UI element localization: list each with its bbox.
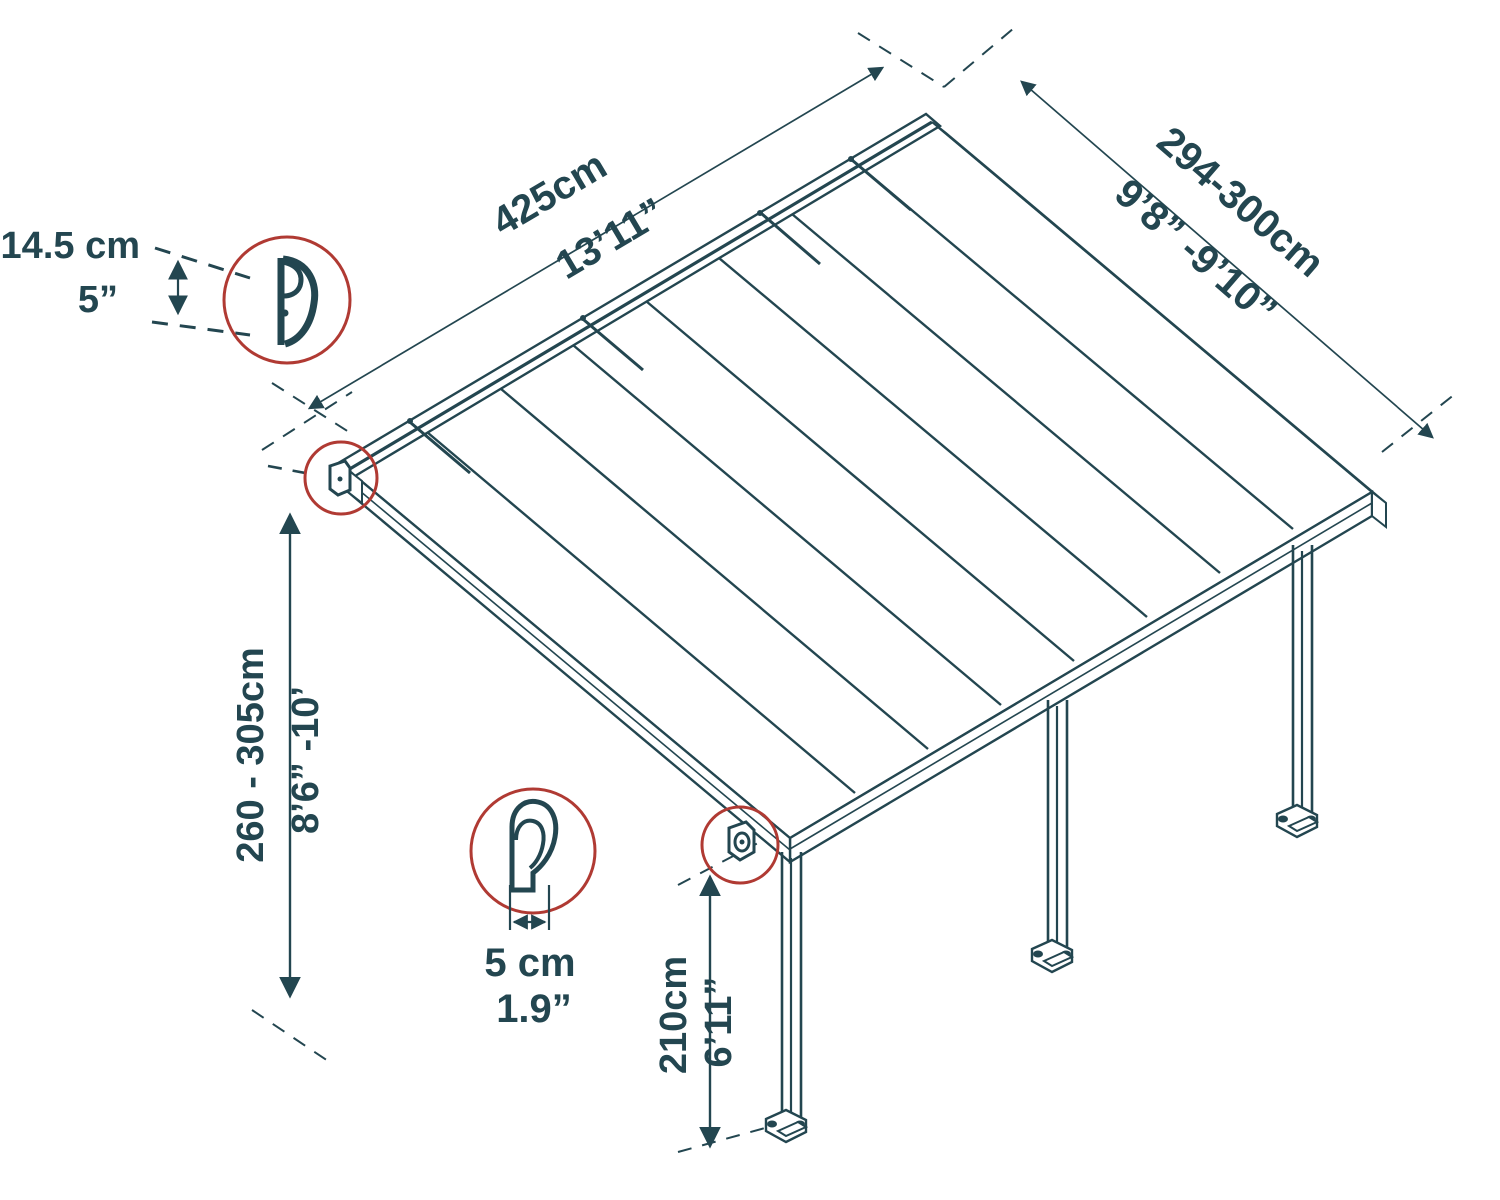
left-beam-highlight xyxy=(347,480,791,851)
callout-post-profile: 5 cm 1.9” xyxy=(469,787,597,1031)
front-beam-highlight xyxy=(789,502,1373,850)
extension-line xyxy=(857,32,945,88)
bracket-bolt xyxy=(337,476,343,482)
extension-line xyxy=(677,1127,766,1153)
dimension-height-front-metric: 210cm xyxy=(653,956,695,1074)
base-plate-body xyxy=(1030,938,1074,974)
post-profile-glyph xyxy=(509,798,559,893)
bracket-bolt xyxy=(739,839,745,845)
base-plate-bolt xyxy=(1033,950,1043,958)
extension-line xyxy=(271,382,353,435)
extension-line xyxy=(943,22,1021,88)
panel-seam xyxy=(493,382,929,750)
dimension-height-front: 210cm 6’11” xyxy=(653,841,766,1153)
base-plate-bolt xyxy=(767,1120,777,1128)
post-base-plate xyxy=(764,1108,809,1144)
callout-circle xyxy=(469,787,597,915)
callout-bracket-front xyxy=(700,805,780,885)
dimension-line xyxy=(307,66,885,410)
dimension-line xyxy=(1020,80,1434,439)
profile-inner-lip xyxy=(282,259,304,299)
callout-beam-profile: 14.5 cm 5” xyxy=(1,225,352,365)
front-beam-endcap xyxy=(1371,489,1387,530)
bracket-glyph-back xyxy=(328,459,352,497)
post-base-plate xyxy=(1030,938,1075,974)
post-profile-inner xyxy=(514,818,546,870)
base-plate-body xyxy=(764,1108,808,1144)
post-middle xyxy=(1030,700,1075,974)
dimension-height-back: 260 - 305cm 8’6” -10’ xyxy=(230,391,353,1062)
base-plate-bolt xyxy=(1278,815,1288,823)
profile-curve xyxy=(282,255,319,348)
dimension-height-front-imperial: 6’11” xyxy=(698,977,740,1068)
dimension-post-width-imperial: 1.9” xyxy=(496,987,572,1031)
base-plate-body xyxy=(1275,803,1319,839)
post-base-plate xyxy=(1275,803,1320,839)
base-plate-top xyxy=(775,1120,809,1138)
post-right xyxy=(1275,545,1320,839)
callout-leader xyxy=(151,320,251,337)
dimension-post-width-metric: 5 cm xyxy=(484,941,575,985)
rafter xyxy=(410,421,471,475)
dimension-depth-imperial: 5” xyxy=(78,279,118,321)
callout-circle xyxy=(222,235,352,365)
callout-circle xyxy=(303,440,379,516)
front-gutter-beam xyxy=(788,489,1387,865)
dimension-height-back-metric: 260 - 305cm xyxy=(230,647,272,863)
profile-screw-port xyxy=(281,309,289,317)
callout-circle xyxy=(700,805,780,885)
post-front-left xyxy=(764,852,809,1144)
dimension-depth-metric: 14.5 cm xyxy=(1,225,140,267)
extension-line xyxy=(1381,389,1461,453)
dimension-height-back-imperial: 8’6” -10’ xyxy=(285,686,327,834)
callout-bracket-back xyxy=(267,440,379,516)
beam-profile-glyph xyxy=(277,255,319,348)
base-plate-top xyxy=(1286,815,1320,833)
support-posts xyxy=(764,545,1320,1144)
extension-line xyxy=(251,1009,329,1062)
bracket-glyph-front xyxy=(727,820,756,862)
base-plate-top xyxy=(1041,950,1075,968)
callout-leader xyxy=(267,464,317,477)
panel-seam xyxy=(420,426,856,794)
extension-line xyxy=(261,391,353,451)
